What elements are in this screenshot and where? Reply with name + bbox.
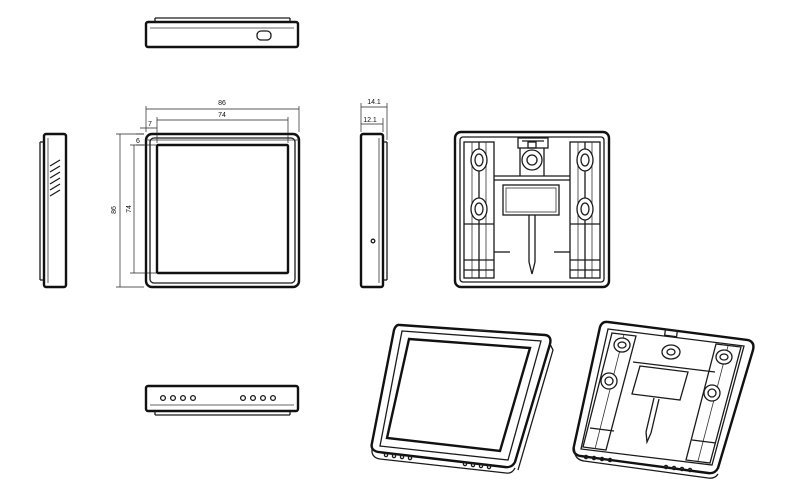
side-port xyxy=(370,238,376,244)
dim-inner-width: 74 xyxy=(156,112,289,143)
dim-offset-left: 7 xyxy=(140,121,157,129)
stand-leg xyxy=(528,215,536,275)
dim-offset-top-label: 6 xyxy=(136,138,140,145)
speaker-vents xyxy=(49,159,61,197)
dim-offset-left-label: 7 xyxy=(148,121,152,128)
dim-overall-depth: 14.1 xyxy=(360,99,388,140)
isometric-rear-view xyxy=(572,320,755,479)
dim-body-depth: 12.1 xyxy=(361,117,384,132)
dim-offset-top: 6 xyxy=(136,133,144,146)
power-button xyxy=(256,30,272,41)
rear-view xyxy=(453,130,611,289)
bottom-vents xyxy=(159,394,277,402)
dim-overall-depth-label: 14.1 xyxy=(367,99,381,106)
bottom-view xyxy=(144,384,300,416)
dim-body-depth-label: 12.1 xyxy=(363,117,377,124)
left-side-view xyxy=(39,132,68,289)
front-view: 86 74 7 6 86 xyxy=(111,100,301,289)
right-side-view: 14.1 12.1 xyxy=(359,99,388,289)
dim-overall-width-label: 86 xyxy=(218,100,226,107)
iso-front-vents xyxy=(383,452,492,470)
dim-overall-height-label: 86 xyxy=(111,206,118,214)
isometric-front-view xyxy=(370,323,554,474)
dim-inner-height: 74 xyxy=(126,144,156,274)
iso-rear-vents xyxy=(583,454,693,473)
left-mounting-rail xyxy=(463,141,495,279)
center-mount xyxy=(494,141,570,181)
right-mounting-rail xyxy=(569,141,601,279)
dim-overall-height: 86 xyxy=(111,133,144,288)
dim-inner-height-label: 74 xyxy=(126,205,133,213)
dim-inner-width-label: 74 xyxy=(218,112,226,119)
label-plate xyxy=(502,184,560,216)
top-view xyxy=(144,17,300,49)
